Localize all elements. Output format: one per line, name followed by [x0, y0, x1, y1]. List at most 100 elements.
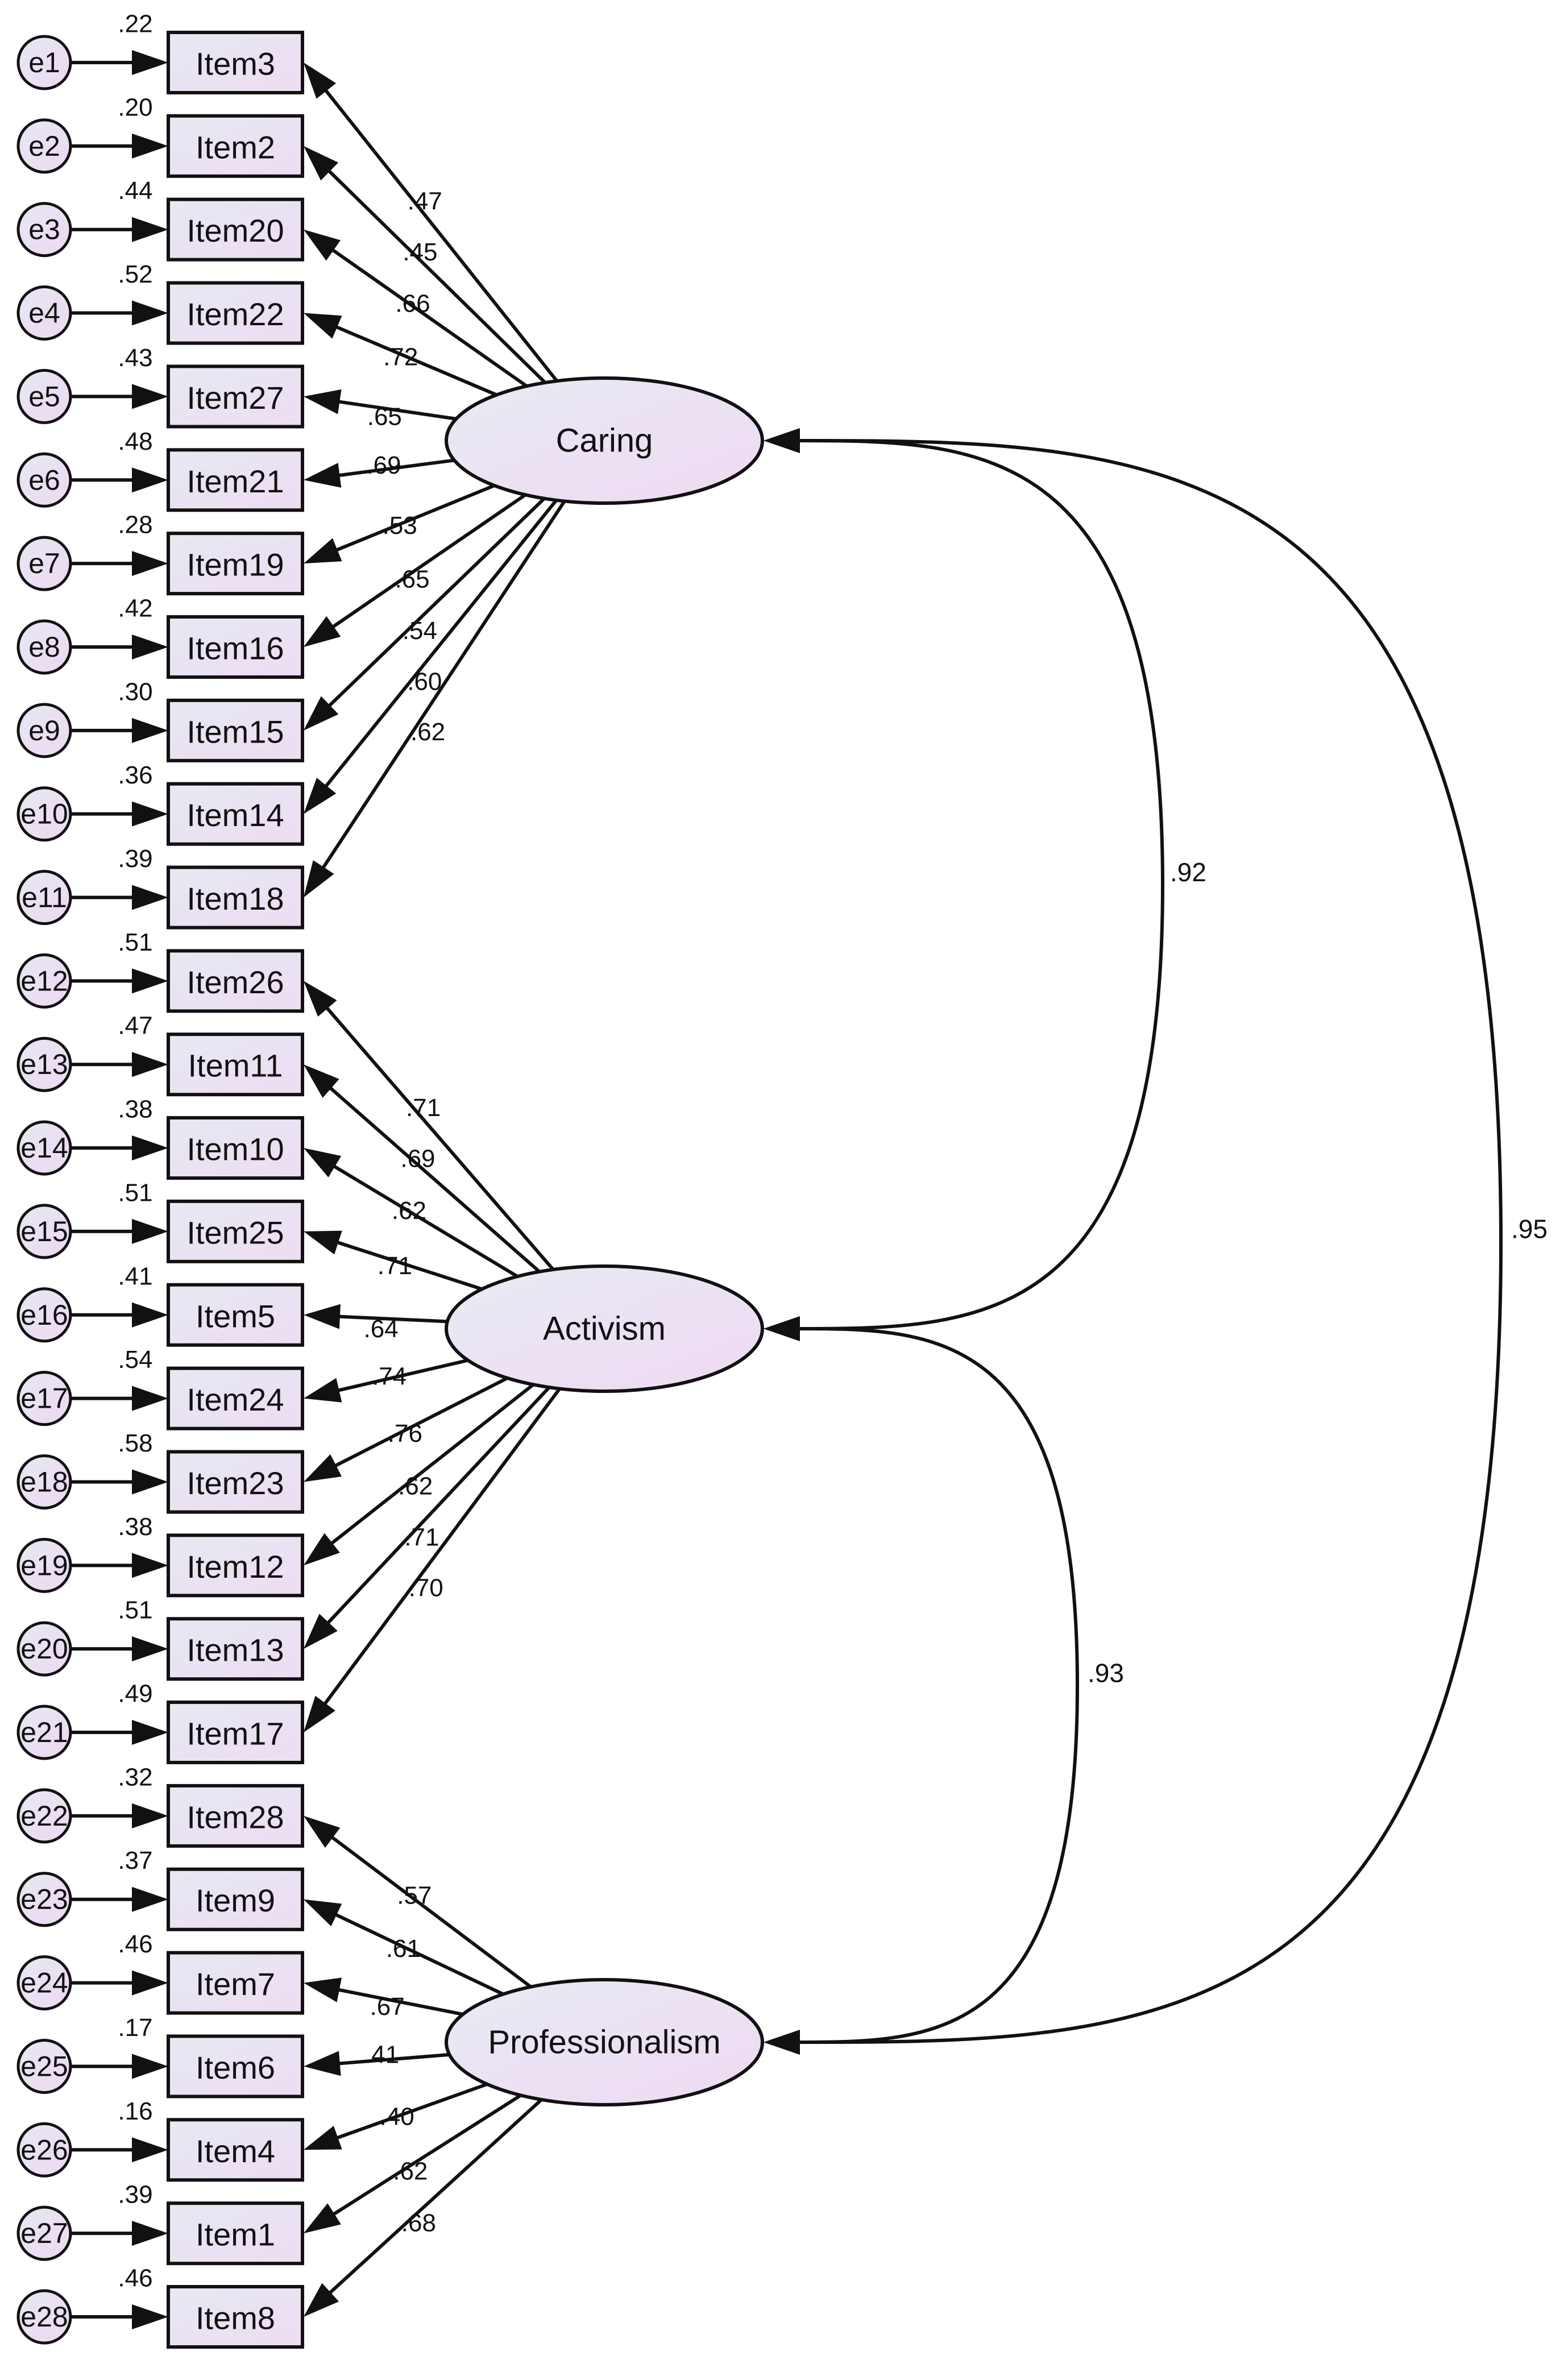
error-term-circle	[16, 1120, 72, 1176]
item-box	[167, 1951, 304, 2015]
error-arrowhead	[132, 1469, 168, 1495]
loading-label: .53	[383, 512, 417, 540]
loading-path	[330, 2093, 522, 2217]
error-term-circle	[16, 953, 72, 1009]
error-term-circle	[16, 1872, 72, 1927]
item-box	[167, 782, 304, 846]
r-squared-label: .22	[118, 10, 152, 38]
loading-path	[323, 1005, 555, 1271]
correlation-arc	[796, 439, 1503, 2044]
error-term-label: e17	[20, 1383, 68, 1415]
error-term-label: e28	[20, 2301, 68, 2333]
loading-path	[322, 1387, 561, 1707]
loading-label: .60	[407, 667, 442, 695]
item-box	[167, 1366, 304, 1430]
loading-arrowhead	[304, 1230, 342, 1255]
paths-layer	[70, 61, 1503, 2319]
loading-arrowhead	[304, 1899, 342, 1927]
error-term-circle	[16, 870, 72, 926]
error-term-circle	[16, 2205, 72, 2261]
loading-label: .65	[395, 565, 429, 593]
error-arrowhead	[132, 1386, 168, 1411]
item-label: Item21	[186, 463, 284, 499]
error-arrowhead	[132, 1720, 168, 1745]
error-term-label: e1	[28, 47, 60, 78]
r-squared-label: .17	[118, 2014, 152, 2042]
factor-caring-label: Caring	[556, 422, 653, 459]
error-term-circle	[16, 786, 72, 842]
error-term-label: e19	[20, 1549, 68, 1581]
error-term-label: e27	[20, 2217, 68, 2249]
error-term-label: e13	[20, 1048, 68, 1080]
item-label: Item5	[196, 1298, 275, 1334]
error-term-label: e4	[28, 297, 60, 329]
item-label: Item14	[186, 797, 284, 833]
item-label: Item23	[186, 1465, 284, 1501]
item-label: Item20	[186, 213, 284, 248]
loading-label: .40	[380, 2103, 414, 2131]
error-term-circle	[16, 1036, 72, 1092]
r-squared-label: .36	[118, 761, 152, 789]
error-term-circle	[16, 1955, 72, 2011]
loading-arrowhead	[304, 146, 339, 181]
item-label: Item27	[186, 380, 284, 416]
item-label: Item3	[196, 46, 275, 82]
loading-path	[322, 87, 558, 382]
r-squared-label: .38	[118, 1096, 152, 1123]
error-term-circle	[16, 1454, 72, 1509]
error-term-label: e3	[28, 214, 60, 246]
loading-label: .41	[364, 2041, 399, 2069]
error-arrowhead	[132, 1052, 168, 1077]
error-term-label: e12	[20, 965, 68, 997]
loading-label: .65	[367, 403, 402, 431]
error-term-label: e23	[20, 1884, 68, 1915]
loading-path	[325, 1386, 551, 1626]
item-box	[167, 2285, 304, 2349]
loading-arrowhead	[304, 2051, 341, 2076]
loading-arrowhead	[304, 63, 337, 99]
error-arrowhead	[132, 1218, 168, 1244]
loading-label: .70	[409, 1574, 443, 1602]
r-squared-label: .52	[118, 260, 152, 288]
error-term-label: e6	[28, 464, 60, 496]
r-squared-label: .37	[118, 1847, 152, 1875]
item-box	[167, 2201, 304, 2266]
loading-path	[333, 1911, 504, 1996]
error-arrowhead	[132, 718, 168, 743]
error-term-circle	[16, 1371, 72, 1426]
correlation-arc	[796, 1327, 1080, 2044]
loading-path	[334, 2082, 488, 2141]
item-label: Item16	[186, 630, 284, 666]
factor-activism-label: Activism	[543, 1311, 666, 1347]
item-label: Item26	[186, 964, 284, 1000]
loading-path	[331, 1163, 518, 1278]
error-term-label: e14	[20, 1132, 68, 1164]
r-squared-label: .32	[118, 1763, 152, 1791]
factor-professionalism-ellipse	[445, 1978, 764, 2106]
item-box	[167, 114, 304, 178]
loading-path	[336, 2052, 450, 2066]
error-arrowhead	[132, 1636, 168, 1662]
error-term-label: e20	[20, 1633, 68, 1665]
item-box	[167, 1617, 304, 1681]
loading-arrowhead	[304, 696, 339, 731]
loading-arrowhead	[304, 1977, 342, 2002]
r-squared-label: .39	[118, 845, 152, 873]
error-term-circle	[16, 118, 72, 174]
loading-path	[336, 458, 455, 478]
loading-label: .62	[410, 718, 445, 746]
item-box	[167, 1450, 304, 1514]
error-term-label: e18	[20, 1466, 68, 1498]
error-term-label: e10	[20, 798, 68, 830]
error-arrowhead	[132, 634, 168, 660]
error-term-circle	[16, 285, 72, 341]
item-label: Item6	[196, 2050, 275, 2085]
r-squared-label: .28	[118, 511, 152, 539]
r-squared-label: .30	[118, 678, 152, 706]
loading-arrowhead	[304, 538, 342, 564]
loading-label: .71	[406, 1094, 441, 1122]
error-term-circle	[16, 1621, 72, 1677]
r-squared-label: .42	[118, 594, 152, 622]
error-term-label: e25	[20, 2050, 68, 2082]
error-arrowhead	[132, 801, 168, 827]
